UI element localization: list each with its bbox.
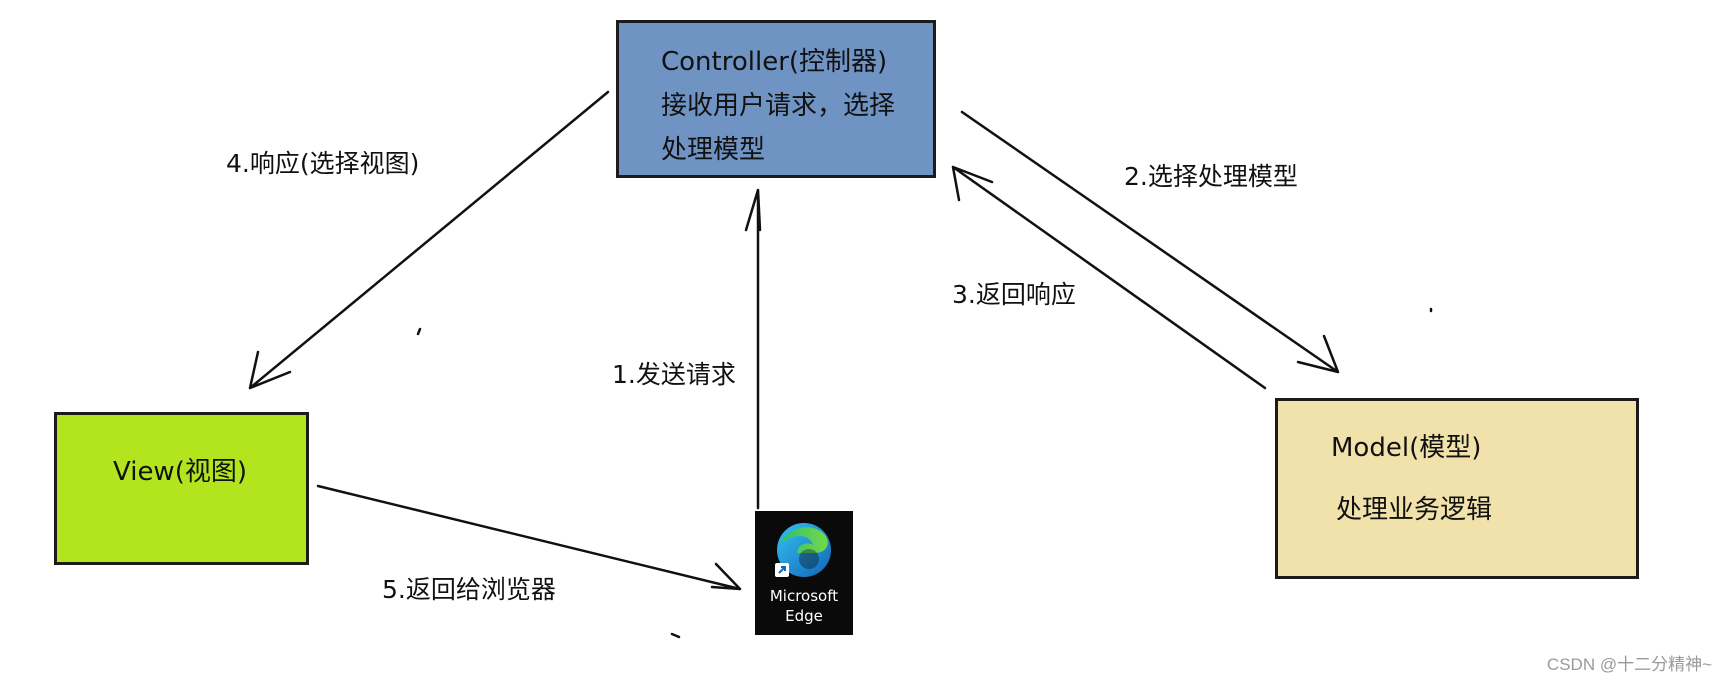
arrow-return-response [951,165,1267,390]
label-select-model: 2.选择处理模型 [1124,162,1298,191]
arrow-send-request [744,188,762,510]
label-send-request: 1.发送请求 [612,360,736,389]
label-return-response: 3.返回响应 [952,280,1076,309]
view-box: View(视图) [54,412,309,565]
watermark: CSDN @十二分精神~ [1546,655,1712,674]
microsoft-edge-icon [775,523,831,577]
controller-box: Controller(控制器) 接收用户请求，选择 处理模型 [616,20,936,178]
model-title: Model(模型) [1331,433,1482,463]
browser-shortcut[interactable]: Microsoft Edge [755,511,853,635]
stray-mark [670,632,681,639]
controller-desc-line1: 接收用户请求，选择 [661,91,896,121]
model-desc: 处理业务逻辑 [1336,495,1493,525]
model-box: Model(模型) 处理业务逻辑 [1275,398,1639,579]
controller-desc-line2: 处理模型 [661,135,766,165]
arrow-select-model [960,110,1340,374]
view-title: View(视图) [113,457,247,487]
browser-caption-line2: Edge [785,607,823,625]
stray-mark [416,327,422,336]
label-return-browser: 5.返回给浏览器 [382,575,556,604]
browser-caption-line1: Microsoft [769,587,839,605]
arrow-return-browser [316,484,742,591]
controller-title: Controller(控制器) [661,47,888,77]
arrow-respond-view [248,90,610,390]
label-respond-view: 4.响应(选择视图) [226,149,420,178]
